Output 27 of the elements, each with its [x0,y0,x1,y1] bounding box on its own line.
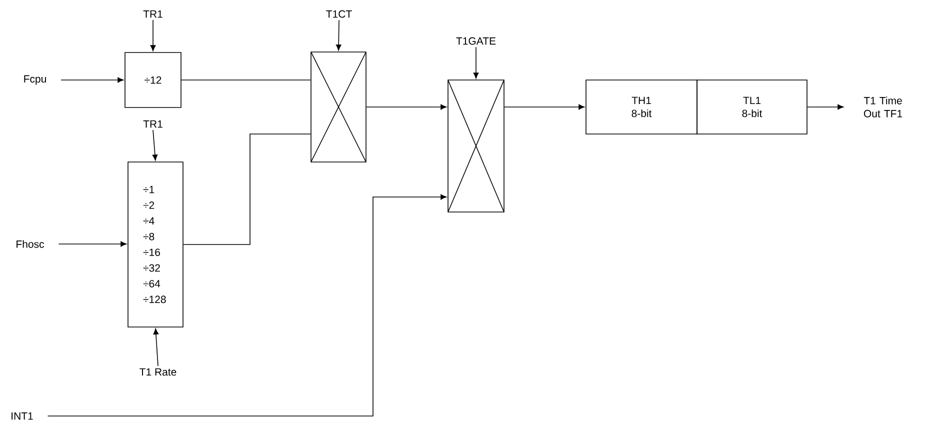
arrow [60,77,124,83]
arrow [153,328,159,366]
arrow [150,20,156,52]
signal-label: Fhosc [16,240,44,248]
signal-label: INT1 [12,412,33,420]
switch-box [448,80,504,212]
arrow [807,104,844,110]
register-box: TH1 8-bit [586,80,698,134]
signal-label: Fcpu [24,75,46,85]
signal-label: T1 Rate [140,368,176,376]
arrow [58,241,127,247]
arrow [504,104,585,110]
register-box: ÷12 [124,52,182,108]
prescaler-box: ÷1 ÷2 ÷4 ÷8 ÷16 ÷32 ÷64 ÷128 [128,162,184,328]
arrow [152,130,158,161]
signal-label: T1 Time Out TF1 [864,96,902,118]
register-box: TL1 8-bit [696,80,808,134]
signal-label: TR1 [143,10,162,18]
switch-box [310,52,366,162]
arrow [336,20,342,51]
arrow [366,104,447,110]
arrow [473,46,479,79]
signal-label: TR1 [143,120,162,128]
arrow [47,194,447,416]
signal-label: T1GATE [456,37,496,45]
signal-label: T1CT [326,10,352,18]
connector-line [183,134,311,245]
